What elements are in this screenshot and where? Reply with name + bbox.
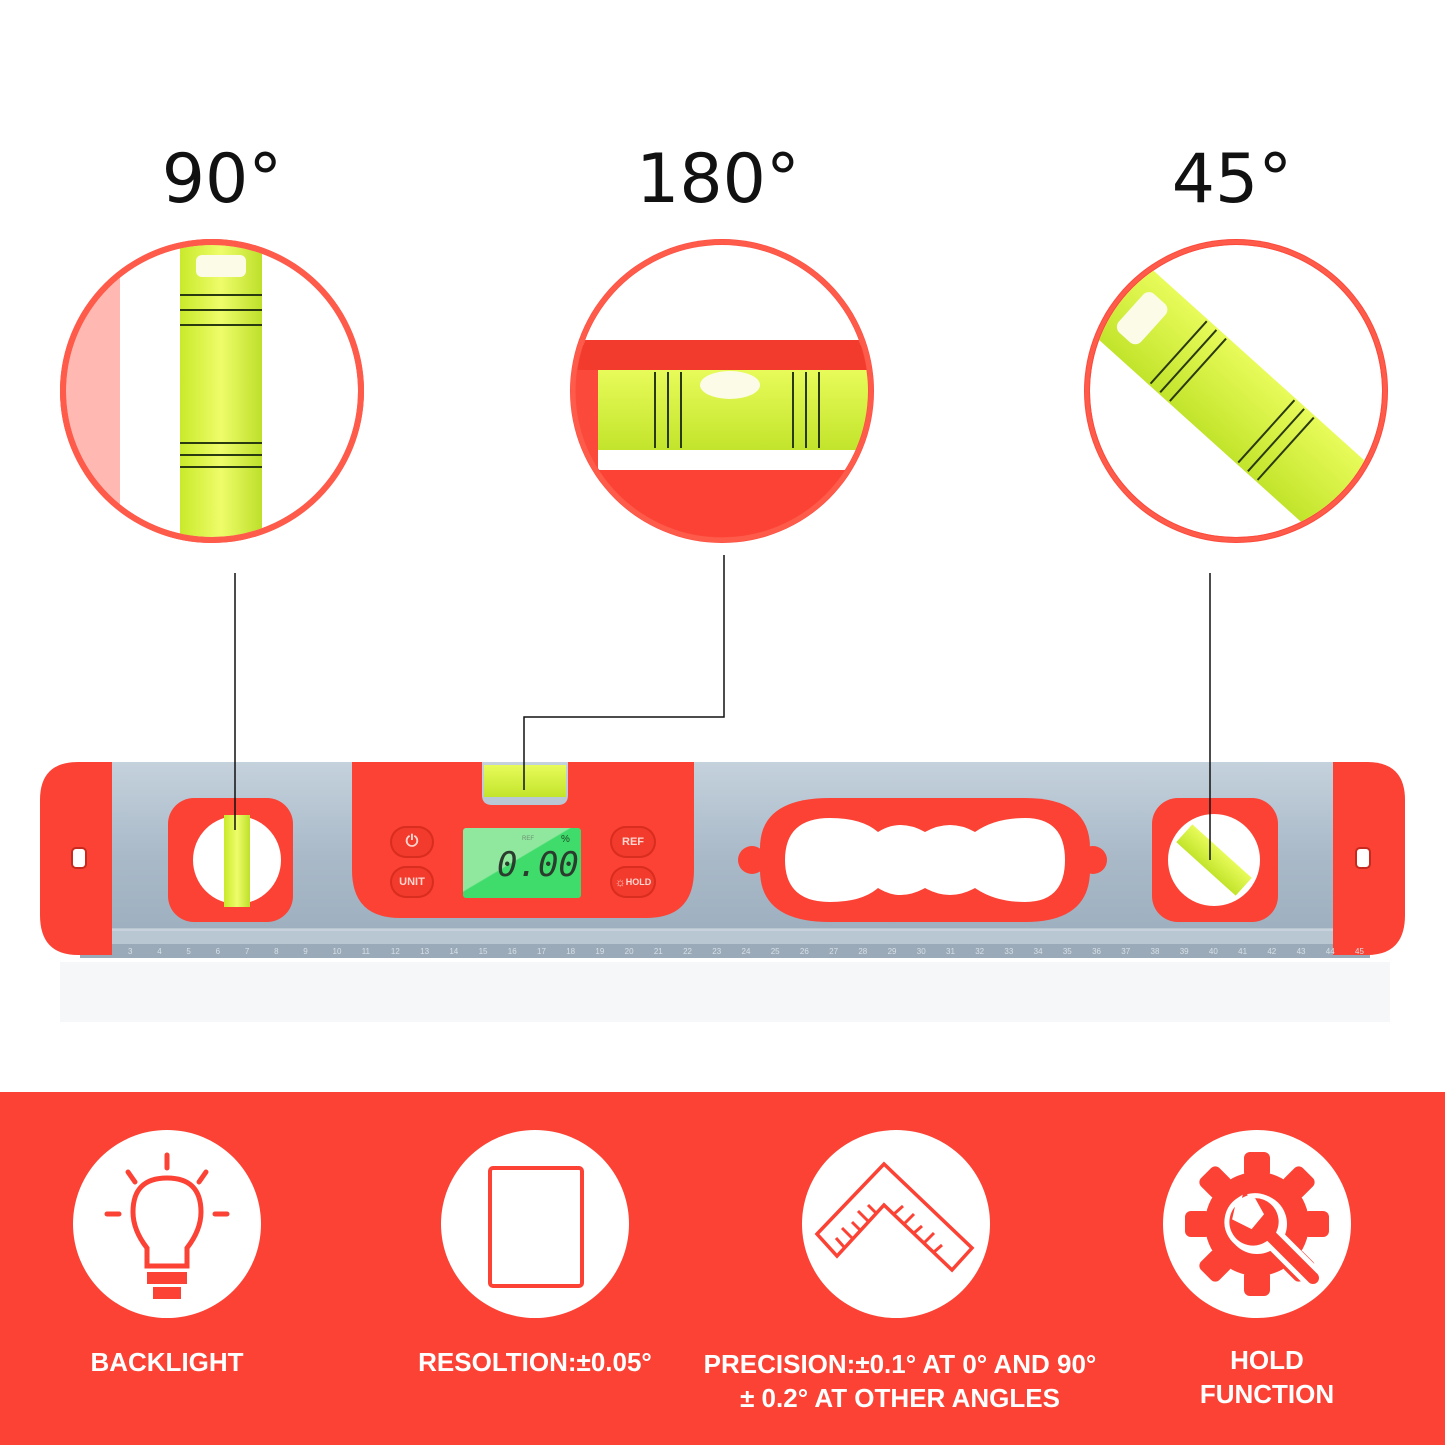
ruler-number: 23 xyxy=(712,947,722,956)
lcd-reading: 0.00 xyxy=(497,845,579,885)
lcd-ref-indicator: REF xyxy=(522,836,534,842)
ruler-number: 32 xyxy=(975,947,985,956)
feature-resolution xyxy=(441,1130,629,1318)
leader-lines xyxy=(234,555,1211,860)
ruler-number: 39 xyxy=(1179,947,1189,956)
angle-label-90: 90° xyxy=(161,140,283,219)
feature-hold xyxy=(1163,1130,1351,1318)
ruler-number: 5 xyxy=(186,947,191,956)
power-button[interactable]: ⏻ xyxy=(390,826,434,858)
ruler-number: 13 xyxy=(420,947,430,956)
ruler-number: 7 xyxy=(244,947,250,956)
ruler-number: 35 xyxy=(1062,947,1072,956)
ruler-number: 4 xyxy=(157,947,162,956)
vial-zoom-180 xyxy=(570,239,874,543)
ruler-number: 33 xyxy=(1004,947,1014,956)
backlight-icon: ☼ xyxy=(614,875,626,889)
feature-label-precision-2: ± 0.2° AT OTHER ANGLES xyxy=(740,1383,1060,1413)
gear-wrench-icon xyxy=(1185,1152,1329,1296)
ruler-number: 19 xyxy=(595,947,605,956)
feature-label-hold-2: FUNCTION xyxy=(1199,1379,1335,1409)
feature-label-resolution: RESOLTION:±0.05° xyxy=(418,1347,652,1377)
ruler-number: 26 xyxy=(799,947,809,956)
ref-button[interactable]: REF xyxy=(610,826,656,858)
ruler-number: 29 xyxy=(887,947,897,956)
angle-ruler-icon xyxy=(814,1161,975,1273)
ruler-number: 8 xyxy=(274,947,279,956)
feature-precision xyxy=(802,1130,990,1318)
feature-label-hold-1: HOLD xyxy=(1230,1345,1304,1375)
ruler-number: 37 xyxy=(1121,947,1131,956)
lcd-screen xyxy=(463,828,581,898)
angle-label-45: 45° xyxy=(1171,140,1293,219)
ruler-number: 15 xyxy=(478,947,488,956)
ruler-number: 20 xyxy=(624,947,634,956)
ruler-number: 11 xyxy=(361,947,371,956)
ruler-number: 42 xyxy=(1267,947,1277,956)
ruler-number: 34 xyxy=(1033,947,1043,956)
ruler-number: 41 xyxy=(1238,947,1248,956)
ref-label: REF xyxy=(622,836,644,848)
ruler-number: 43 xyxy=(1296,947,1306,956)
ruler-number: 6 xyxy=(215,947,221,956)
product-illustration xyxy=(40,239,1405,1022)
ruler-number: 12 xyxy=(390,947,400,956)
ruler-number: 21 xyxy=(653,947,663,956)
vial-zoom-90 xyxy=(60,239,364,543)
angle-label-180: 180° xyxy=(636,140,800,219)
digital-level xyxy=(40,762,1405,1022)
hold-label: HOLD xyxy=(625,877,652,887)
lcd-percent: % xyxy=(561,834,570,845)
lightbulb-icon xyxy=(104,1152,230,1299)
unit-label: UNIT xyxy=(399,876,425,888)
ruler-number: 22 xyxy=(683,947,692,956)
ruler-number: 25 xyxy=(770,947,780,956)
unit-button[interactable]: UNIT xyxy=(390,866,434,898)
hold-button[interactable]: ☼HOLD xyxy=(610,866,656,898)
ruler-number: 44 xyxy=(1325,947,1335,956)
ruler-number: 36 xyxy=(1092,947,1101,956)
vial-zoom-45 xyxy=(1084,239,1388,543)
ruler-number: 9 xyxy=(303,947,308,956)
ruler-number: 27 xyxy=(829,947,839,956)
ruler-number: 17 xyxy=(537,947,546,956)
ruler-number: 24 xyxy=(741,947,751,956)
ruler-number: 28 xyxy=(858,947,868,956)
ruler-number: 31 xyxy=(946,947,955,956)
ruler-number: 16 xyxy=(507,947,517,956)
ruler-number: 14 xyxy=(449,947,459,956)
ruler-number: 45 xyxy=(1355,947,1364,956)
feature-label-backlight: BACKLIGHT xyxy=(90,1347,244,1377)
ruler-number: 40 xyxy=(1208,947,1218,956)
ruler-number: 30 xyxy=(916,947,926,956)
ruler-number: 18 xyxy=(566,947,576,956)
power-icon: ⏻ xyxy=(405,833,419,850)
hang-hole-left xyxy=(71,847,87,869)
ruler-number: 38 xyxy=(1150,947,1160,956)
hang-hole-right xyxy=(1355,847,1371,869)
ruler-number: 10 xyxy=(332,947,342,956)
ruler-number: 3 xyxy=(128,947,133,956)
feature-backlight xyxy=(73,1130,261,1318)
feature-label-precision-1: PRECISION:±0.1° AT 0° AND 90° xyxy=(703,1349,1097,1379)
display-icon xyxy=(488,1166,584,1288)
